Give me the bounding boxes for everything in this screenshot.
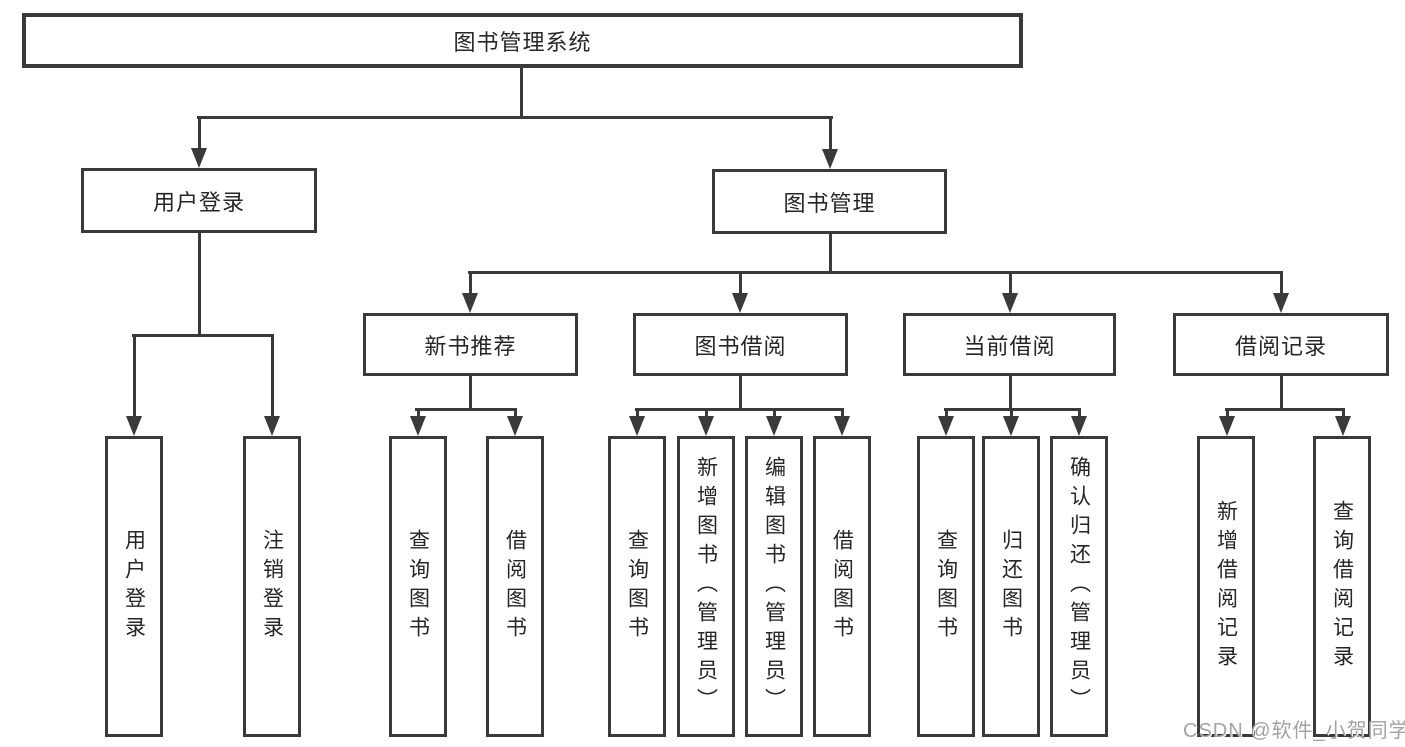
connector-line bbox=[773, 408, 776, 418]
leaf-confirm-return-admin: 确认归还（管理员） bbox=[1050, 436, 1108, 737]
leaf-label: 借阅图书 bbox=[830, 528, 854, 645]
node-book-borrowing: 图书借阅 bbox=[633, 313, 848, 376]
arrow-down-icon bbox=[410, 416, 426, 436]
node-label: 图书管理系统 bbox=[453, 29, 592, 55]
connector-line bbox=[1078, 408, 1081, 418]
connector-line bbox=[1342, 408, 1345, 418]
leaf-label: 查询图书 bbox=[406, 528, 430, 645]
arrow-down-icon bbox=[732, 293, 748, 313]
connector-line bbox=[1009, 271, 1012, 295]
connector-line bbox=[739, 376, 742, 410]
connector-line bbox=[739, 271, 742, 295]
leaf-label: 归还图书 bbox=[999, 528, 1023, 645]
arrow-down-icon bbox=[462, 293, 478, 313]
leaf-label: 注销登录 bbox=[260, 528, 284, 645]
connector-line bbox=[945, 408, 948, 418]
arrow-down-icon bbox=[1071, 416, 1087, 436]
leaf-user-login: 用户登录 bbox=[105, 436, 163, 737]
leaf-borrow-books-newbook: 借阅图书 bbox=[486, 436, 544, 737]
leaf-label: 用户登录 bbox=[122, 528, 146, 645]
leaf-label: 借阅图书 bbox=[503, 528, 527, 645]
node-label: 当前借阅 bbox=[963, 333, 1056, 359]
leaf-query-books-borrow: 查询图书 bbox=[608, 436, 666, 737]
node-label: 图书借阅 bbox=[694, 333, 787, 359]
connector-line bbox=[829, 232, 832, 273]
connector-line bbox=[1225, 408, 1345, 411]
node-new-book-recommendation: 新书推荐 bbox=[363, 313, 578, 376]
node-borrowing-records: 借阅记录 bbox=[1173, 313, 1389, 376]
arrow-down-icon bbox=[1273, 293, 1289, 313]
connector-line bbox=[1280, 271, 1283, 295]
node-label: 图书管理 bbox=[783, 190, 876, 216]
leaf-query-books-newbook: 查询图书 bbox=[389, 436, 447, 737]
leaf-label: 查询图书 bbox=[625, 528, 649, 645]
leaf-query-books-current: 查询图书 bbox=[917, 436, 975, 737]
connector-line bbox=[829, 116, 832, 150]
connector-line bbox=[197, 116, 833, 119]
arrow-down-icon bbox=[507, 416, 523, 436]
arrow-down-icon bbox=[766, 416, 782, 436]
arrow-down-icon bbox=[938, 416, 954, 436]
leaf-return-books: 归还图书 bbox=[982, 436, 1040, 737]
leaf-logout: 注销登录 bbox=[243, 436, 301, 737]
arrow-down-icon bbox=[264, 416, 280, 436]
arrow-down-icon bbox=[1002, 293, 1018, 313]
connector-line bbox=[1226, 408, 1229, 418]
connector-line bbox=[198, 116, 201, 149]
leaf-add-borrow-record: 新增借阅记录 bbox=[1197, 436, 1255, 737]
leaf-label: 确认归还（管理员） bbox=[1067, 456, 1091, 717]
arrow-down-icon bbox=[1219, 416, 1235, 436]
arrow-down-icon bbox=[822, 149, 838, 169]
connector-line bbox=[271, 334, 274, 418]
node-label: 借阅记录 bbox=[1234, 333, 1327, 359]
node-label: 新书推荐 bbox=[424, 333, 517, 359]
arrow-down-icon bbox=[834, 416, 850, 436]
node-book-management: 图书管理 bbox=[712, 169, 947, 234]
connector-line bbox=[133, 334, 136, 418]
connector-line bbox=[841, 408, 844, 418]
leaf-label: 查询图书 bbox=[934, 528, 958, 645]
node-user-login: 用户登录 bbox=[81, 168, 317, 233]
csdn-watermark: CSDN @软件_小贺同学 bbox=[1183, 720, 1405, 742]
connector-line bbox=[514, 408, 517, 418]
arrow-down-icon bbox=[126, 416, 142, 436]
connector-line bbox=[468, 271, 1283, 274]
connector-line bbox=[635, 408, 844, 411]
leaf-label: 新增图书（管理员） bbox=[694, 456, 718, 717]
node-label: 用户登录 bbox=[152, 189, 245, 215]
connector-line bbox=[1280, 375, 1283, 410]
leaf-borrow-books: 借阅图书 bbox=[813, 436, 871, 737]
connector-line bbox=[520, 66, 523, 118]
connector-line bbox=[417, 408, 420, 418]
connector-line bbox=[1009, 376, 1012, 410]
leaf-edit-books-admin: 编辑图书（管理员） bbox=[745, 436, 803, 737]
leaf-label: 新增借阅记录 bbox=[1214, 499, 1238, 674]
connector-line bbox=[415, 408, 517, 411]
arrow-down-icon bbox=[629, 416, 645, 436]
arrow-down-icon bbox=[1335, 416, 1351, 436]
arrow-down-icon bbox=[191, 148, 207, 168]
arrow-down-icon bbox=[698, 416, 714, 436]
leaf-label: 编辑图书（管理员） bbox=[762, 456, 786, 717]
connector-line bbox=[469, 271, 472, 295]
node-current-borrowing: 当前借阅 bbox=[903, 313, 1116, 376]
connector-line bbox=[198, 231, 201, 337]
connector-line bbox=[1010, 408, 1013, 418]
connector-line bbox=[469, 376, 472, 410]
arrow-down-icon bbox=[1003, 416, 1019, 436]
leaf-query-borrow-record: 查询借阅记录 bbox=[1313, 436, 1371, 737]
leaf-label: 查询借阅记录 bbox=[1330, 499, 1354, 674]
leaf-add-books-admin: 新增图书（管理员） bbox=[677, 436, 735, 737]
connector-line bbox=[705, 408, 708, 418]
node-library-management-system: 图书管理系统 bbox=[22, 13, 1023, 68]
connector-line bbox=[132, 334, 274, 337]
connector-line bbox=[636, 408, 639, 418]
